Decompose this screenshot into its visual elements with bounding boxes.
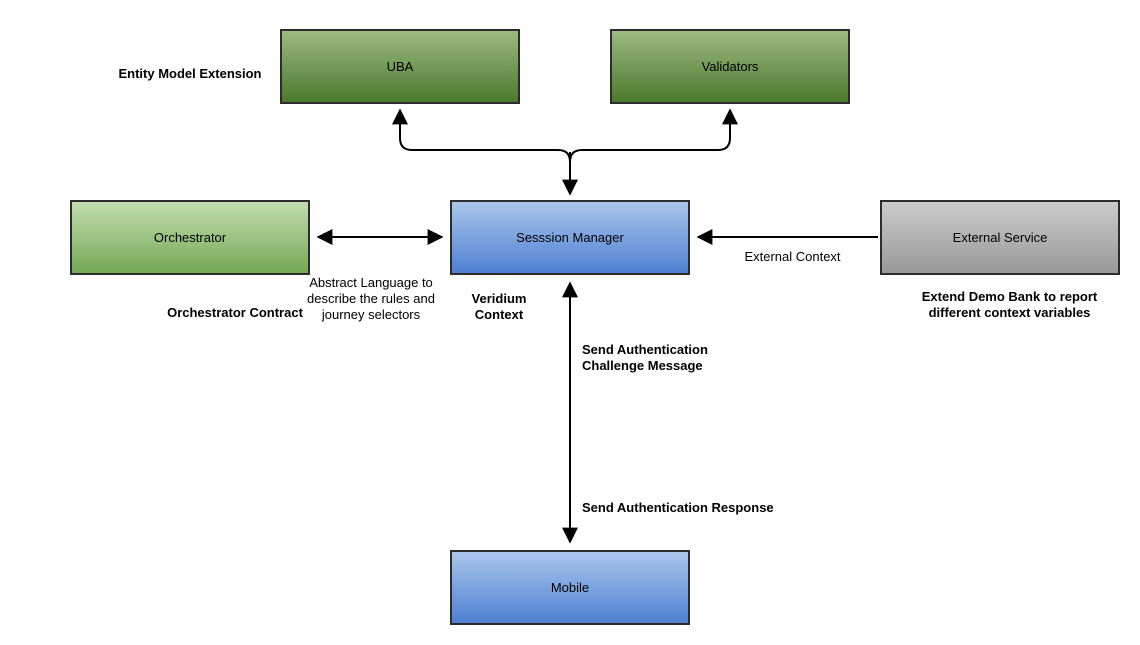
- arrow-session-to-uba: [392, 108, 571, 163]
- node-mobile[interactable]: Mobile: [450, 550, 690, 625]
- node-session-manager[interactable]: Sesssion Manager: [450, 200, 690, 275]
- node-mobile-label: Mobile: [550, 579, 590, 595]
- label-extend-demo-bank: Extend Demo Bank to report different con…: [921, 289, 1098, 320]
- node-external-service-label: External Service: [952, 229, 1048, 245]
- label-external-context: External Context: [744, 249, 841, 264]
- node-uba-label: UBA: [386, 58, 414, 74]
- label-entity-model-extension: Entity Model Extension: [118, 66, 262, 81]
- label-send-auth-challenge: Send Authentication Challenge Message: [582, 342, 708, 373]
- node-validators-label: Validators: [701, 58, 759, 74]
- node-orchestrator-label: Orchestrator: [153, 229, 227, 245]
- node-uba[interactable]: UBA: [280, 29, 520, 104]
- node-external-service[interactable]: External Service: [880, 200, 1120, 275]
- label-veridium-context: Veridium Context: [471, 291, 527, 322]
- label-send-auth-response: Send Authentication Response: [582, 500, 774, 515]
- label-orchestrator-contract: Orchestrator Contract: [167, 305, 303, 320]
- node-orchestrator[interactable]: Orchestrator: [70, 200, 310, 275]
- label-abstract-language: Abstract Language to describe the rules …: [307, 275, 435, 322]
- arrow-session-to-validators: [569, 108, 738, 163]
- node-validators[interactable]: Validators: [610, 29, 850, 104]
- node-session-manager-label: Sesssion Manager: [516, 229, 624, 245]
